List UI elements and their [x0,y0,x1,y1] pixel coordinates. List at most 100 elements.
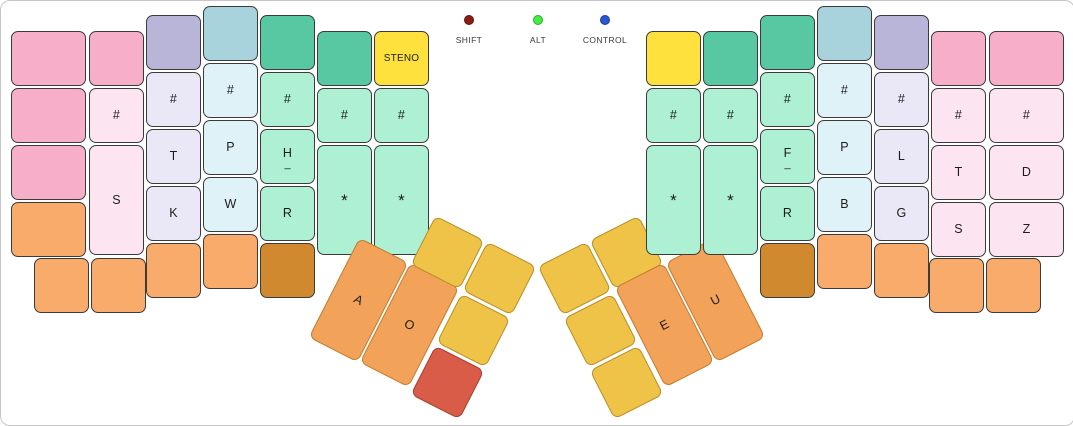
key-label: * [341,190,348,210]
key-num-hr[interactable]: # [260,72,315,127]
key-label: # [340,108,349,123]
key-label: # [283,92,292,107]
key-g[interactable]: G [874,186,929,241]
left-col2-top[interactable] [89,31,144,86]
right-col3-bottom[interactable] [760,243,815,298]
key-label: P [226,140,235,155]
key-label: # [169,92,178,107]
left-outer-row3[interactable] [11,145,86,200]
alt-indicator-label: ALT [529,35,547,45]
indicator-alt: ALT [508,15,568,45]
key-label: E [657,316,672,333]
right-col1-top[interactable] [646,31,701,86]
key-label: # [1022,108,1031,123]
key-num-pw[interactable]: # [203,63,258,118]
key-label: G [896,206,907,221]
left-col5-bottom[interactable] [260,243,315,298]
shift-led-icon [464,15,474,25]
key-r-right[interactable]: R [760,186,815,241]
right-col6-top[interactable] [931,31,986,86]
key-t-right[interactable]: T [931,145,986,200]
key-h[interactable]: H_ [260,129,315,184]
right-col4-bottom[interactable] [817,234,872,289]
key-label: S [112,192,121,207]
right-col2-top[interactable] [703,31,758,86]
key-num-dz[interactable]: # [989,88,1064,143]
right-bottom-extra-2[interactable] [986,258,1041,313]
key-label: # [112,108,121,123]
key-z[interactable]: Z [989,202,1064,257]
right-col5-top[interactable] [874,15,929,70]
control-indicator-label: CONTROL [582,35,628,45]
key-label: Z [1022,222,1031,237]
left-col6-top[interactable] [317,31,372,86]
left-outer-row1[interactable] [11,31,86,86]
key-label: * [727,190,734,210]
left-col3-bottom[interactable] [146,243,201,298]
key-label: # [397,108,406,123]
key-num-ts[interactable]: # [931,88,986,143]
key-r-left[interactable]: R [260,186,315,241]
right-col4-top[interactable] [817,6,872,61]
key-p-right[interactable]: P [817,120,872,175]
key-num-pb[interactable]: # [817,63,872,118]
key-num-star4[interactable]: # [703,88,758,143]
left-bottom-extra-1[interactable] [34,258,89,313]
key-label: R [782,206,793,221]
key-steno-toggle[interactable]: STENO [374,31,429,86]
key-sublabel: _ [284,157,291,170]
key-label: * [398,190,405,210]
key-k[interactable]: K [146,186,201,241]
key-label: # [726,108,735,123]
right-bottom-extra-1[interactable] [929,258,984,313]
key-num-lg[interactable]: # [874,72,929,127]
key-f[interactable]: F_ [760,129,815,184]
key-p-left[interactable]: P [203,120,258,175]
key-t-left[interactable]: T [146,129,201,184]
key-l[interactable]: L [874,129,929,184]
key-label: T [954,165,963,180]
left-col4-top[interactable] [203,6,258,61]
key-num-star1[interactable]: # [317,88,372,143]
left-outer-row2[interactable] [11,88,86,143]
key-num-fr[interactable]: # [760,72,815,127]
left-bottom-extra-2[interactable] [91,258,146,313]
key-w[interactable]: W [203,177,258,232]
key-star-3[interactable]: * [646,145,701,255]
key-label: F [783,146,792,161]
key-label: # [897,92,906,107]
key-d[interactable]: D [989,145,1064,200]
key-num-s[interactable]: # [89,88,144,143]
key-star-2[interactable]: * [374,145,429,255]
indicator-shift: SHIFT [439,15,499,45]
left-col4-bottom[interactable] [203,234,258,289]
key-star-4[interactable]: * [703,145,758,255]
left-col3-top[interactable] [146,15,201,70]
left-outer-row4[interactable] [11,202,86,257]
key-num-tk[interactable]: # [146,72,201,127]
right-col3-top[interactable] [760,15,815,70]
control-led-icon [600,15,610,25]
key-label: A [351,291,366,308]
key-label: S [954,222,963,237]
key-star-1[interactable]: * [317,145,372,255]
key-sublabel: _ [784,157,791,170]
key-label: H [282,146,293,161]
key-num-star2[interactable]: # [374,88,429,143]
key-label: # [840,83,849,98]
key-label: # [783,92,792,107]
key-num-star3[interactable]: # [646,88,701,143]
right-outer-top[interactable] [989,31,1064,86]
key-label: P [840,140,849,155]
shift-indicator-label: SHIFT [455,35,483,45]
key-s-left[interactable]: S [89,145,144,255]
key-label: U [708,291,723,309]
key-s-right[interactable]: S [931,202,986,257]
left-col5-top[interactable] [260,15,315,70]
key-b[interactable]: B [817,177,872,232]
key-label: D [1021,165,1032,180]
key-label: K [169,206,178,221]
right-col5-bottom[interactable] [874,243,929,298]
key-label: # [226,83,235,98]
